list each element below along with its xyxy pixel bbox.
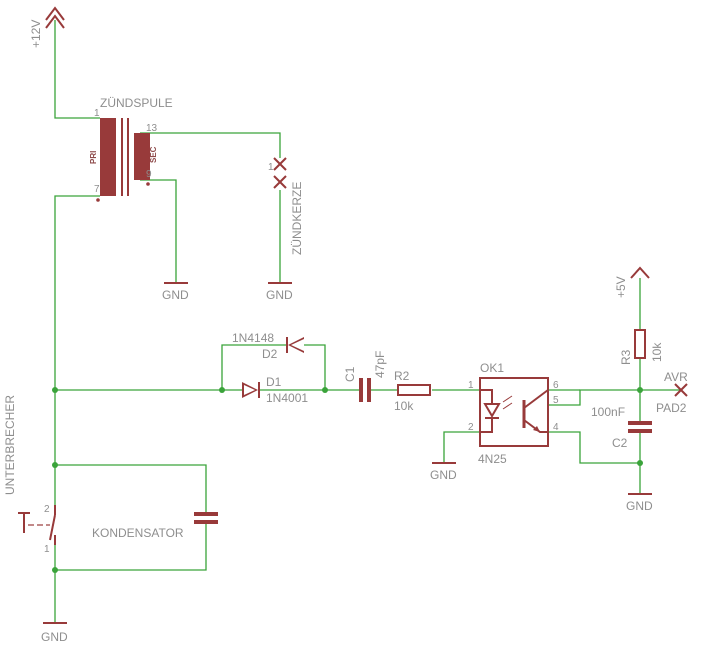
- spark-plug-label: ZÜNDKERZE: [290, 182, 304, 255]
- capacitor-icon: [359, 378, 363, 402]
- r3-label: R3: [619, 349, 633, 365]
- ground-spark-plug[interactable]: GND: [266, 282, 293, 302]
- coil-secondary-winding: [134, 133, 150, 180]
- junction-dot: [637, 460, 643, 466]
- ok1-pin-5: 5: [553, 395, 559, 406]
- junction-dot: [52, 387, 58, 393]
- c1-value-label: 47pF: [373, 351, 387, 378]
- spark-plug[interactable]: 1 ZÜNDKERZE: [268, 157, 304, 255]
- ground-breaker[interactable]: GND: [41, 622, 68, 644]
- ignition-coil[interactable]: ZÜNDSPULE PRI SEC 1 7 13 9: [89, 96, 173, 202]
- d2-label: D2: [262, 347, 278, 361]
- r3-value-label: 10k: [650, 342, 664, 362]
- spark-plug-pin: 1: [268, 162, 274, 173]
- ground-label: GND: [430, 468, 457, 482]
- coil-pin-7: 7: [94, 184, 100, 195]
- resistor-r2[interactable]: R2 10k: [394, 369, 431, 413]
- coil-pin-1: 1: [94, 108, 100, 119]
- kondensator-label: KONDENSATOR: [92, 526, 184, 540]
- c2-value-label: 100nF: [591, 405, 625, 419]
- pad2-label: PAD2: [656, 401, 687, 415]
- ground-optocoupler[interactable]: GND: [430, 462, 457, 482]
- supply-12v[interactable]: +12V: [29, 6, 65, 48]
- avr-label: AVR: [664, 370, 688, 384]
- ok1-pin-1: 1: [468, 380, 474, 391]
- capacitor-icon: [628, 421, 652, 425]
- junction-dot: [637, 387, 643, 393]
- coil-pin-13: 13: [146, 123, 158, 134]
- led-icon: [483, 403, 501, 418]
- ground-c2[interactable]: GND: [626, 493, 653, 513]
- c1-label: C1: [343, 366, 357, 382]
- coil-sec-label: SEC: [149, 146, 158, 163]
- resistor-icon: [397, 384, 431, 396]
- junction-dot: [52, 462, 58, 468]
- capacitor-icon: [194, 512, 218, 516]
- coil-primary-winding: [100, 118, 116, 196]
- diode-d1[interactable]: D1 1N4001: [242, 375, 308, 405]
- ok1-label: OK1: [480, 361, 504, 375]
- breaker-pin-1: 1: [44, 544, 50, 555]
- wires: [54, 20, 680, 622]
- resistor-r3[interactable]: R3 10k: [619, 329, 664, 365]
- capacitor-kondensator[interactable]: KONDENSATOR: [92, 512, 218, 540]
- breaker-pin-2: 2: [44, 504, 50, 515]
- capacitor-c2[interactable]: 100nF C2: [591, 405, 652, 450]
- coil-pin-9: 9: [146, 169, 152, 180]
- junctions: [52, 387, 643, 573]
- ground-coil[interactable]: GND: [162, 282, 189, 302]
- d1-type-label: 1N4001: [266, 391, 308, 405]
- junction-dot: [322, 387, 328, 393]
- resistor-icon: [634, 329, 646, 359]
- supply-5v[interactable]: +5V: [614, 266, 650, 298]
- coil-label: ZÜNDSPULE: [100, 96, 173, 110]
- capacitor-c1[interactable]: C1 47pF: [343, 351, 387, 402]
- optocoupler-ok1[interactable]: OK1 1 2 6 5 4 4N25: [468, 361, 559, 466]
- supply-12v-label: +12V: [29, 20, 43, 48]
- junction-dot: [52, 567, 58, 573]
- ground-label: GND: [626, 499, 653, 513]
- breaker-label: UNTERBRECHER: [3, 395, 17, 495]
- junction-dot: [219, 387, 225, 393]
- c2-label: C2: [612, 436, 628, 450]
- ok1-pin-6: 6: [553, 380, 559, 391]
- ok1-type-label: 4N25: [478, 452, 507, 466]
- ground-label: GND: [162, 288, 189, 302]
- breaker-switch[interactable]: UNTERBRECHER 2 1: [3, 395, 56, 555]
- supply-arrow-icon: [45, 6, 65, 21]
- supply-5v-label: +5V: [614, 276, 628, 298]
- d1-label: D1: [266, 375, 282, 389]
- r2-value-label: 10k: [394, 399, 414, 413]
- coil-pri-label: PRI: [89, 151, 98, 164]
- r2-label: R2: [394, 369, 410, 383]
- optocoupler-body: [479, 377, 549, 447]
- ok1-pin-2: 2: [468, 422, 474, 433]
- d2-type-label: 1N4148: [232, 331, 274, 345]
- ok1-pin-4: 4: [553, 422, 559, 433]
- pad-avr[interactable]: AVR PAD2: [656, 370, 688, 415]
- ground-label: GND: [41, 630, 68, 644]
- supply-arrow-icon: [630, 266, 650, 279]
- ground-label: GND: [266, 288, 293, 302]
- diode-d2[interactable]: 1N4148 D2: [232, 331, 304, 361]
